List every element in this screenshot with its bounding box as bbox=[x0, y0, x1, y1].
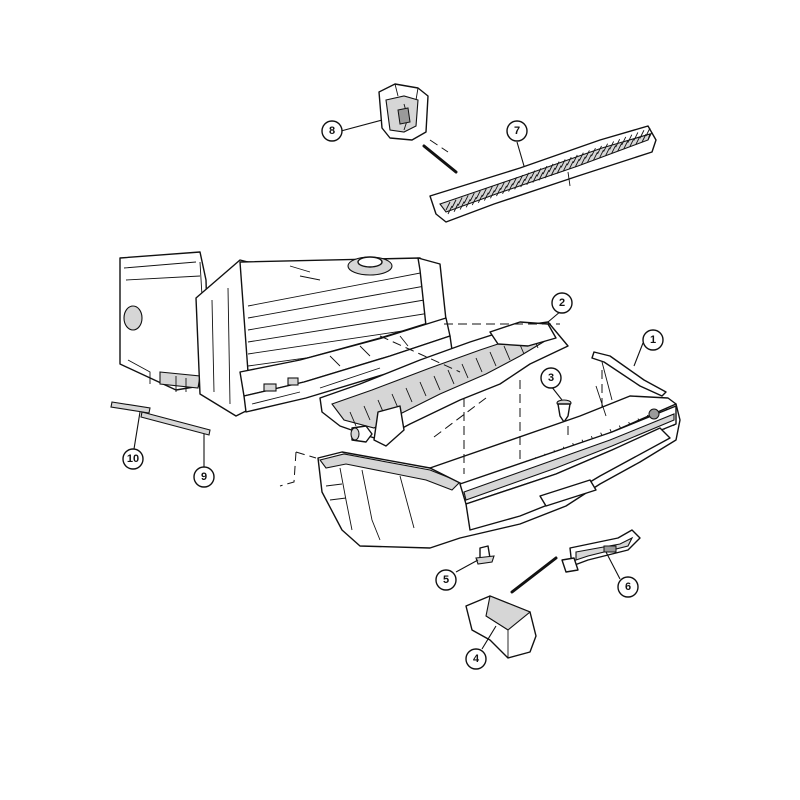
callout-6: 6 bbox=[617, 576, 639, 598]
svg-text:10: 10 bbox=[127, 453, 139, 465]
part-9-seal-strip bbox=[140, 411, 211, 436]
svg-text:7: 7 bbox=[514, 125, 520, 137]
svg-text:3: 3 bbox=[548, 372, 554, 384]
svg-text:9: 9 bbox=[201, 471, 207, 483]
callout-2: 2 bbox=[551, 292, 573, 314]
svg-text:5: 5 bbox=[443, 574, 449, 586]
callout-1: 1 bbox=[642, 329, 664, 351]
callout-9: 9 bbox=[193, 466, 215, 488]
svg-text:1: 1 bbox=[650, 334, 656, 346]
part-2-bumper-support-bracket bbox=[319, 321, 569, 447]
part-5-fastener bbox=[475, 545, 495, 565]
callout-7: 7 bbox=[506, 120, 528, 142]
svg-text:8: 8 bbox=[329, 125, 335, 137]
part-7-step-pad bbox=[429, 125, 657, 223]
bracket-push-pin bbox=[350, 425, 373, 443]
svg-text:6: 6 bbox=[625, 581, 631, 593]
alignment-lines bbox=[279, 139, 603, 487]
part-10-seal-strip bbox=[110, 401, 151, 414]
vehicle-rear-body bbox=[119, 251, 453, 417]
part-3-push-pin bbox=[556, 399, 572, 423]
install-indicator-bars bbox=[422, 144, 558, 594]
callout-8: 8 bbox=[321, 120, 343, 142]
part-6-bracket bbox=[561, 529, 641, 573]
svg-text:4: 4 bbox=[473, 653, 480, 665]
part-1-bumper-fascia bbox=[317, 351, 681, 549]
part-8-retainer-clip bbox=[378, 83, 429, 141]
leader-lines bbox=[133, 119, 644, 650]
svg-text:2: 2 bbox=[559, 297, 565, 309]
part-4-end-cover bbox=[465, 595, 537, 659]
callout-5: 5 bbox=[435, 569, 457, 591]
callout-10: 10 bbox=[122, 448, 144, 470]
callout-4: 4 bbox=[465, 648, 487, 670]
callout-3: 3 bbox=[540, 367, 562, 389]
